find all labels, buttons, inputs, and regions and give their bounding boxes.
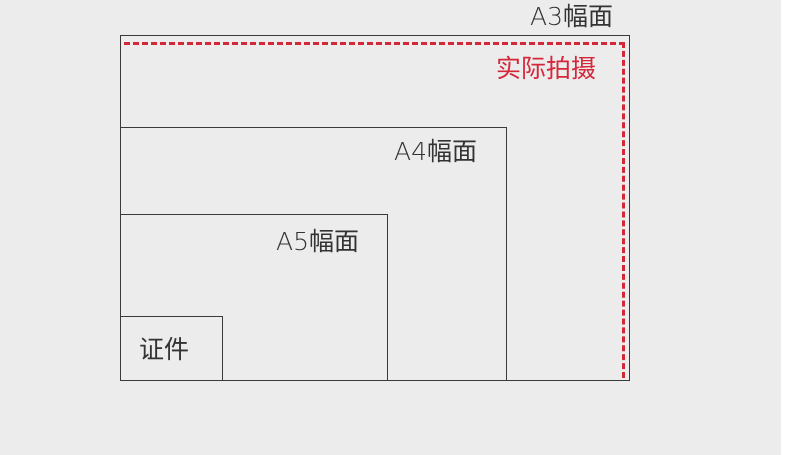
- a4-label: A4幅面: [394, 137, 478, 166]
- a5-label: A5幅面: [276, 227, 360, 256]
- actual-capture-label: 实际拍摄: [496, 54, 597, 83]
- id-card-label: 证件: [139, 335, 190, 364]
- a3-label: A3幅面: [530, 2, 614, 31]
- a5-region: [120, 214, 388, 381]
- id-card-region: [120, 316, 223, 381]
- actual-capture-outline: [124, 42, 625, 378]
- diagram-canvas: A3幅面 A4幅面 A5幅面 证件 实际拍摄: [0, 0, 781, 455]
